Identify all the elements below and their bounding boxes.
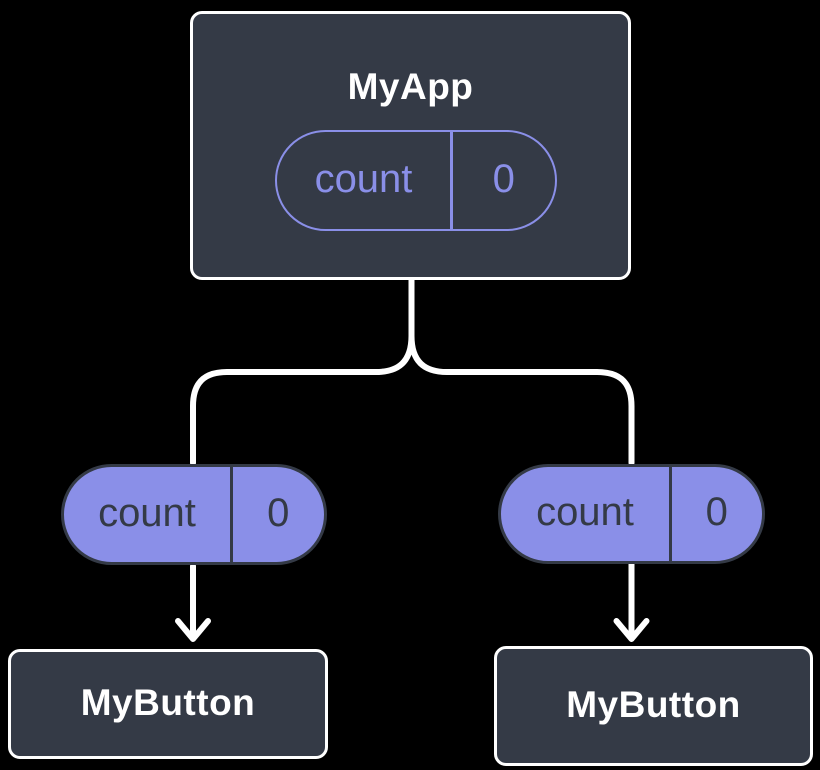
component-label: MyButton <box>80 682 256 724</box>
prop-name: count <box>536 490 634 534</box>
pill-divider <box>450 132 453 229</box>
prop-pill-right: count 0 <box>498 464 765 564</box>
component-node-myapp: MyApp <box>190 11 631 280</box>
pill-divider <box>230 467 233 562</box>
branch-left-line <box>190 277 415 466</box>
state-value: 0 <box>492 156 515 201</box>
arrow-right-head-icon <box>613 618 650 642</box>
prop-name: count <box>98 490 196 535</box>
prop-value: 0 <box>705 490 728 534</box>
state-name: count <box>314 156 413 201</box>
prop-pill-left: count 0 <box>61 464 327 565</box>
component-label: MyApp <box>347 66 474 107</box>
arrow-left-head-icon <box>175 618 211 642</box>
component-node-mybutton-left: MyButton <box>8 649 328 759</box>
prop-value: 0 <box>267 490 290 535</box>
component-label: MyButton <box>566 684 741 726</box>
state-pill-root: count 0 <box>275 130 557 231</box>
pill-divider <box>669 467 672 561</box>
branch-right-line <box>408 277 635 466</box>
component-node-mybutton-right: MyButton <box>494 646 813 766</box>
